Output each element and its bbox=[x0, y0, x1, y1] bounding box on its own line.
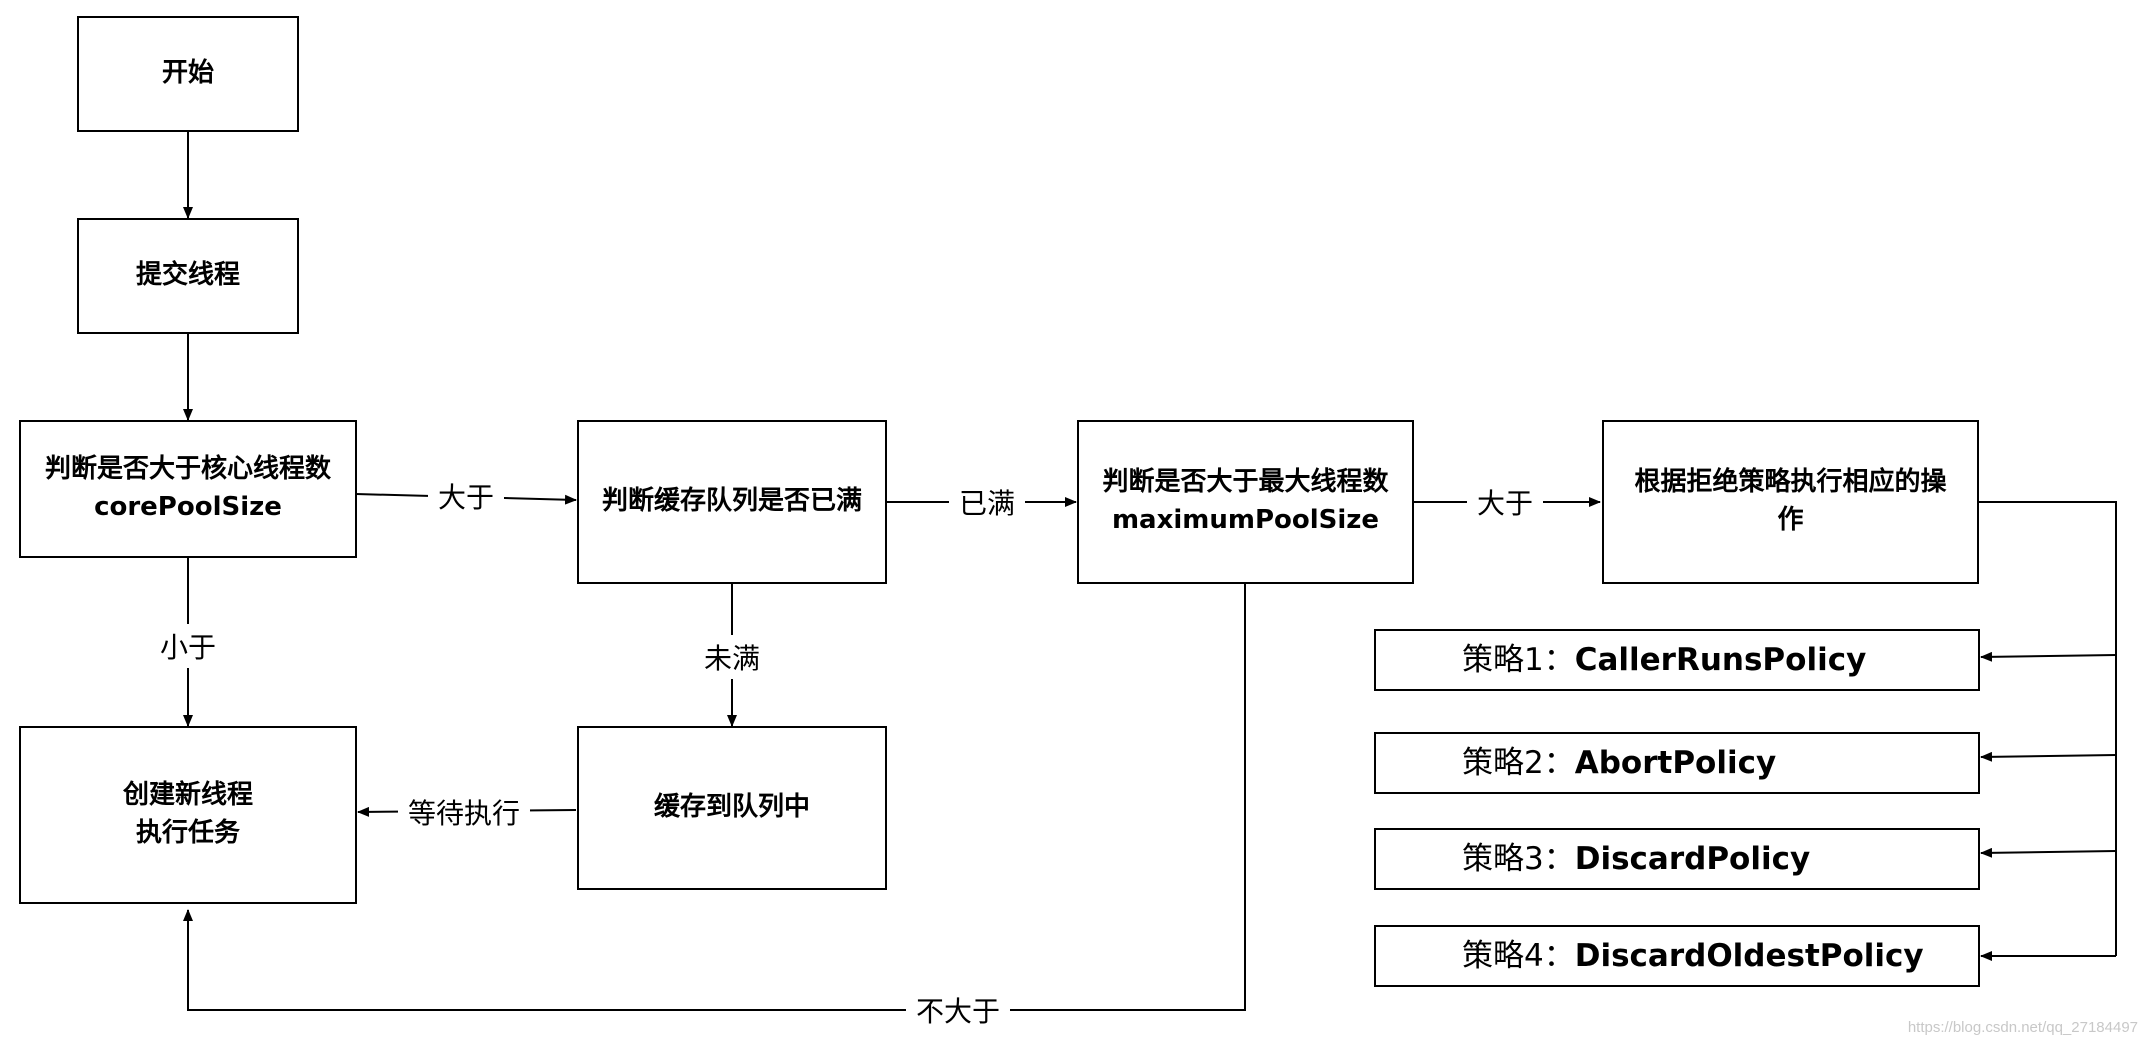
reject-policy-label-line2: 作 bbox=[1777, 505, 1804, 535]
policy-2-name: AbortPolicy bbox=[1574, 744, 1777, 781]
policy-1-name: CallerRunsPolicy bbox=[1574, 641, 1867, 678]
policy-discard-oldest: 策略4： DiscardOldestPolicy bbox=[1374, 925, 1980, 987]
policy-4-prefix: 策略4： bbox=[1462, 937, 1575, 974]
execute-task-label: 执行任务 bbox=[135, 818, 240, 848]
edge-label-wait-execute: 等待执行 bbox=[397, 790, 531, 834]
policy-4-name: DiscardOldestPolicy bbox=[1574, 937, 1924, 974]
edge-label-max-not-greater: 不大于 bbox=[905, 988, 1011, 1032]
edge-reject-bus bbox=[1979, 501, 2117, 956]
policy-abort: 策略2： AbortPolicy bbox=[1374, 732, 1980, 794]
edge-policy-3 bbox=[1980, 847, 2117, 858]
edge-policy-2 bbox=[1980, 751, 2117, 762]
policy-3-prefix: 策略3： bbox=[1462, 840, 1575, 877]
check-core-pool-label: 判断是否大于核心线程数 bbox=[44, 454, 331, 485]
enqueue-node: 缓存到队列中 bbox=[577, 726, 887, 890]
start-label: 开始 bbox=[161, 58, 214, 89]
reject-policy-node: 根据拒绝策略执行相应的操 作 bbox=[1602, 420, 1979, 584]
reject-policy-label-line1: 根据拒绝策略执行相应的操 bbox=[1634, 467, 1947, 498]
enqueue-label: 缓存到队列中 bbox=[653, 792, 810, 823]
edge-label-core-greater: 大于 bbox=[427, 474, 505, 518]
submit-thread-label: 提交线程 bbox=[135, 260, 240, 291]
check-core-pool-node: 判断是否大于核心线程数 corePoolSize bbox=[19, 420, 357, 558]
edge-label-max-greater: 大于 bbox=[1466, 480, 1544, 524]
edge-label-core-less: 小于 bbox=[149, 624, 227, 668]
watermark: https://blog.csdn.net/qq_27184497 bbox=[1907, 1019, 2138, 1036]
edge-label-queue-full: 已满 bbox=[948, 480, 1026, 524]
check-max-pool-node: 判断是否大于最大线程数 maximumPoolSize bbox=[1077, 420, 1414, 584]
edge-max-create bbox=[183, 584, 1246, 1011]
check-queue-label: 判断缓存队列是否已满 bbox=[601, 486, 862, 517]
edge-policy-1 bbox=[1980, 651, 2117, 662]
edge-label-queue-not-full: 未满 bbox=[693, 635, 771, 679]
policy-3-name: DiscardPolicy bbox=[1574, 840, 1811, 877]
check-max-pool-label: 判断是否大于最大线程数 bbox=[1102, 467, 1389, 498]
policy-caller-runs: 策略1： CallerRunsPolicy bbox=[1374, 629, 1980, 691]
core-pool-size-label: corePoolSize bbox=[94, 492, 282, 522]
check-queue-node: 判断缓存队列是否已满 bbox=[577, 420, 887, 584]
policy-discard: 策略3： DiscardPolicy bbox=[1374, 828, 1980, 890]
policy-1-prefix: 策略1： bbox=[1462, 641, 1575, 678]
submit-thread-node: 提交线程 bbox=[77, 218, 299, 334]
maximum-pool-size-label: maximumPoolSize bbox=[1111, 505, 1380, 535]
policy-2-prefix: 策略2： bbox=[1462, 744, 1575, 781]
create-thread-node: 创建新线程 执行任务 bbox=[19, 726, 357, 904]
create-thread-label: 创建新线程 bbox=[122, 780, 253, 811]
start-node: 开始 bbox=[77, 16, 299, 132]
